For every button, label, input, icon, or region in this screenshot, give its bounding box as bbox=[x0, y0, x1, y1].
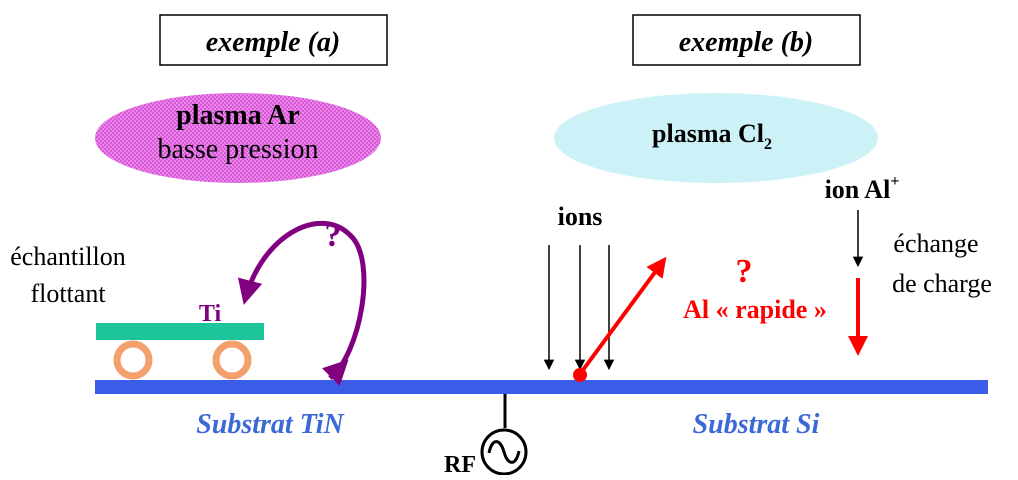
plasma-ar-title: plasma Ar bbox=[176, 100, 300, 131]
question-mark-a: ? bbox=[325, 217, 342, 254]
plasma-ar-subtitle: basse pression bbox=[158, 134, 319, 165]
substrate-bar bbox=[95, 380, 988, 394]
example-a-label: exemple (a) bbox=[206, 27, 341, 58]
plasma-cl2-title: plasma Cl2 bbox=[652, 119, 772, 153]
fast-al-arrow bbox=[578, 256, 667, 376]
fast-al-label: Al « rapide » bbox=[683, 295, 827, 324]
substrate-si-label: Substrat Si bbox=[693, 409, 820, 440]
substrate-tin-label: Substrat TiN bbox=[196, 409, 345, 440]
example-b-label: exemple (b) bbox=[679, 27, 814, 58]
sample-wheel-right bbox=[212, 340, 252, 380]
ti-redeposition-arrow bbox=[237, 220, 367, 380]
ion-al-label: ion Al+ bbox=[825, 173, 900, 204]
ions-label: ions bbox=[558, 202, 603, 231]
charge-exchange-line2: de charge bbox=[892, 269, 992, 298]
sample-wheel-left bbox=[113, 340, 153, 380]
rf-label: RF bbox=[444, 452, 476, 475]
sample-label-line1: échantillon bbox=[10, 242, 126, 271]
example-a-box bbox=[159, 14, 388, 66]
ti-label: Ti bbox=[199, 301, 222, 327]
impact-dot bbox=[573, 368, 587, 382]
sample-plate bbox=[96, 323, 264, 340]
question-mark-b: ? bbox=[736, 253, 753, 290]
sample-label-line2: flottant bbox=[30, 279, 106, 308]
ac-wave bbox=[487, 440, 521, 464]
ti-launch-arrow bbox=[322, 359, 349, 386]
charge-exchange-line1: échange bbox=[893, 229, 978, 258]
plasma-cl2-ellipse bbox=[554, 93, 878, 183]
plasma-ar-ellipse bbox=[95, 93, 381, 183]
example-b-box bbox=[632, 14, 861, 66]
